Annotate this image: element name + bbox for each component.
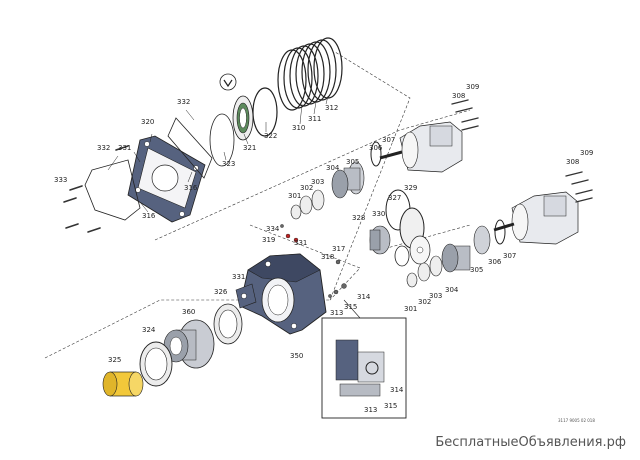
motor-bolts-upper — [451, 99, 479, 131]
part-label: 305 — [470, 266, 483, 274]
part-label: 305 — [346, 158, 359, 166]
part-label: 331 — [232, 273, 245, 281]
part-label: 306 — [488, 258, 502, 266]
part-label: 315 — [344, 303, 357, 311]
back-cover-plate — [127, 135, 206, 223]
motor-bolts-lower — [565, 171, 593, 203]
part-label: 303 — [311, 178, 324, 186]
part-label: 303 — [429, 292, 442, 300]
spring-rings-310-312 — [277, 37, 343, 111]
part-label: 332 — [177, 98, 190, 106]
gear-shaft-lower — [441, 225, 491, 273]
seal-307-upper — [370, 141, 382, 167]
part-label: 323 — [222, 160, 235, 168]
ring-322 — [252, 87, 278, 137]
ring-324 — [139, 341, 173, 387]
part-label: 322 — [264, 132, 277, 140]
watermark-text: БесплатныеОбъявления.рф — [435, 435, 626, 450]
part-label: 331 — [294, 239, 307, 247]
circlip-330 — [394, 245, 410, 267]
part-label: 307 — [503, 252, 516, 260]
shaft-seal-321 — [232, 95, 254, 141]
part-label: 302 — [418, 298, 431, 306]
part-label: 304 — [445, 286, 459, 294]
part-label: 325 — [108, 356, 121, 364]
part-label: 314 — [390, 386, 404, 394]
part-label: 334 — [266, 225, 280, 233]
part-label: 329 — [404, 184, 417, 192]
part-label: 333 — [54, 176, 67, 184]
circlip-icon — [219, 73, 237, 91]
part-label: 328 — [352, 214, 365, 222]
part-label: 306 — [369, 144, 383, 152]
part-label: 307 — [382, 136, 395, 144]
part-label: 313 — [364, 406, 377, 414]
part-label: 320 — [141, 118, 154, 126]
bushing-325 — [102, 371, 144, 397]
small-fasteners — [280, 224, 347, 298]
brake-disc-icon — [409, 235, 431, 265]
part-label: 332 — [97, 144, 110, 152]
part-label: 326 — [214, 288, 228, 296]
part-label: 301 — [404, 305, 417, 313]
part-label: 321 — [243, 144, 256, 152]
part-label: 317 — [332, 245, 345, 253]
gear-328 — [369, 225, 391, 255]
part-label: 314 — [357, 293, 371, 301]
part-label: 311 — [308, 115, 321, 123]
part-label: 301 — [288, 192, 301, 200]
part-label: 350 — [290, 352, 303, 360]
seal-326 — [213, 303, 243, 345]
detail-inset — [321, 299, 407, 419]
seal-307-lower — [494, 219, 506, 245]
part-label: 302 — [300, 184, 313, 192]
o-ring-323 — [209, 113, 235, 167]
part-label: 319 — [262, 236, 275, 244]
hydraulic-motor-lower — [493, 191, 579, 245]
part-label: 316 — [184, 184, 198, 192]
part-label: 310 — [292, 124, 305, 132]
part-label: 309 — [580, 149, 593, 157]
main-housing — [235, 253, 327, 335]
part-label: 315 — [384, 402, 397, 410]
part-label: 327 — [388, 194, 401, 202]
part-label: 308 — [452, 92, 465, 100]
washers-lower — [406, 255, 443, 288]
washers-upper — [290, 189, 325, 220]
part-label: 304 — [326, 164, 340, 172]
part-label: 330 — [372, 210, 385, 218]
gear-shaft-upper — [331, 161, 365, 199]
cover-gasket — [84, 117, 213, 221]
cover-bolts — [63, 145, 129, 233]
part-label: 313 — [330, 309, 343, 317]
part-label: 324 — [142, 326, 156, 334]
drawing-number: 3117 9005 02 018 — [558, 418, 595, 423]
part-label: 308 — [566, 158, 579, 166]
part-label: 316 — [142, 212, 156, 220]
part-label: 309 — [466, 83, 479, 91]
part-label: 360 — [182, 308, 195, 316]
part-label: 331 — [118, 144, 131, 152]
leader-lines — [107, 95, 329, 213]
part-label: 318 — [321, 253, 334, 261]
part-label: 312 — [325, 104, 338, 112]
part-labels: 333 332 331 320 332 316 316 322 321 323 … — [54, 83, 595, 423]
hydraulic-motor-upper — [379, 121, 463, 173]
